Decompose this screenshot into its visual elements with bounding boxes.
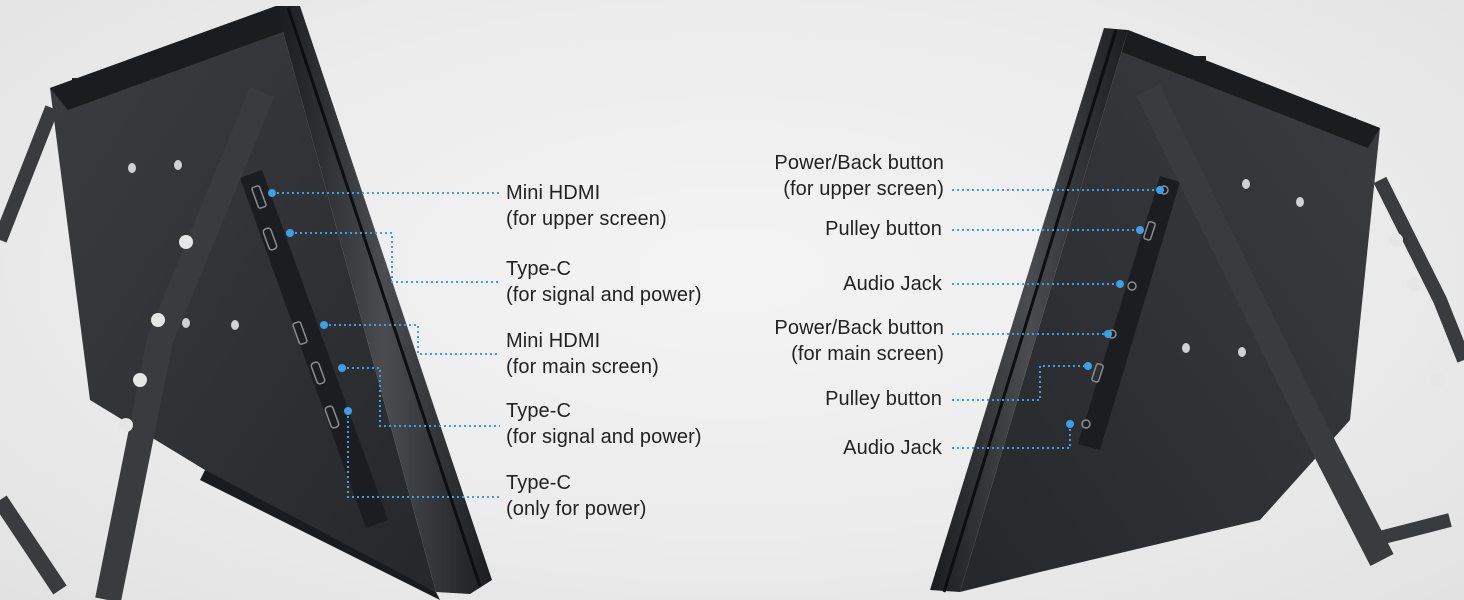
leader-line — [324, 324, 500, 355]
right-label-pulley-upper: Pulley button — [825, 216, 942, 242]
label-line: (for signal and power) — [506, 284, 702, 306]
label-line: Type-C — [506, 400, 572, 422]
left-ports — [251, 185, 340, 429]
left-label-type-c-power: Type-C (only for power) — [506, 470, 647, 522]
left-mount-holes — [128, 160, 239, 330]
left-kickstand — [0, 87, 275, 600]
right-mount-holes — [1182, 179, 1304, 357]
leader-line — [347, 411, 500, 498]
right-label-audio-upper: Audio Jack — [843, 271, 942, 297]
label-line: (for upper screen) — [506, 208, 667, 230]
right-ports — [1081, 185, 1169, 429]
right-label-pulley-main: Pulley button — [825, 386, 942, 412]
label-line: Mini HDMI — [506, 182, 601, 204]
left-label-mini-hdmi-main: Mini HDMI (for main screen) — [506, 328, 659, 380]
right-top-strip — [1122, 30, 1380, 148]
left-label-mini-hdmi-upper: Mini HDMI (for upper screen) — [506, 180, 667, 232]
right-label-power-back-main: Power/Back button (for main screen) — [774, 315, 944, 367]
leader-line — [952, 365, 1088, 401]
leader-line — [342, 367, 500, 427]
left-top-strip — [50, 6, 288, 110]
left-port-strip — [240, 170, 388, 528]
label-line: (for main screen) — [791, 343, 944, 365]
label-line: Type-C — [506, 258, 572, 280]
label-line: Pulley button — [825, 388, 942, 410]
label-line: (for upper screen) — [783, 178, 944, 200]
label-line: Audio Jack — [843, 273, 942, 295]
right-label-power-back-upper: Power/Back button (for upper screen) — [774, 150, 944, 202]
left-monitor — [0, 6, 492, 600]
leader-dots — [268, 186, 1164, 428]
label-line: Audio Jack — [843, 437, 942, 459]
label-line: Power/Back button — [774, 317, 944, 339]
label-line: (only for power) — [506, 498, 647, 520]
right-kickstand — [1136, 84, 1464, 566]
leader-line — [290, 232, 500, 283]
label-line: Mini HDMI — [506, 330, 601, 352]
left-label-type-c-signal-2: Type-C (for signal and power) — [506, 398, 702, 450]
right-label-audio-main: Audio Jack — [843, 435, 942, 461]
label-line: Pulley button — [825, 218, 942, 240]
right-port-strip — [1078, 176, 1180, 450]
right-monitor — [930, 28, 1464, 593]
label-line: (for main screen) — [506, 356, 659, 378]
label-line: (for signal and power) — [506, 426, 702, 448]
label-line: Type-C — [506, 472, 572, 494]
right-back-panel — [960, 30, 1380, 592]
label-line: Power/Back button — [774, 152, 944, 174]
left-label-type-c-signal-1: Type-C (for signal and power) — [506, 256, 702, 308]
leader-lines — [272, 189, 1160, 498]
